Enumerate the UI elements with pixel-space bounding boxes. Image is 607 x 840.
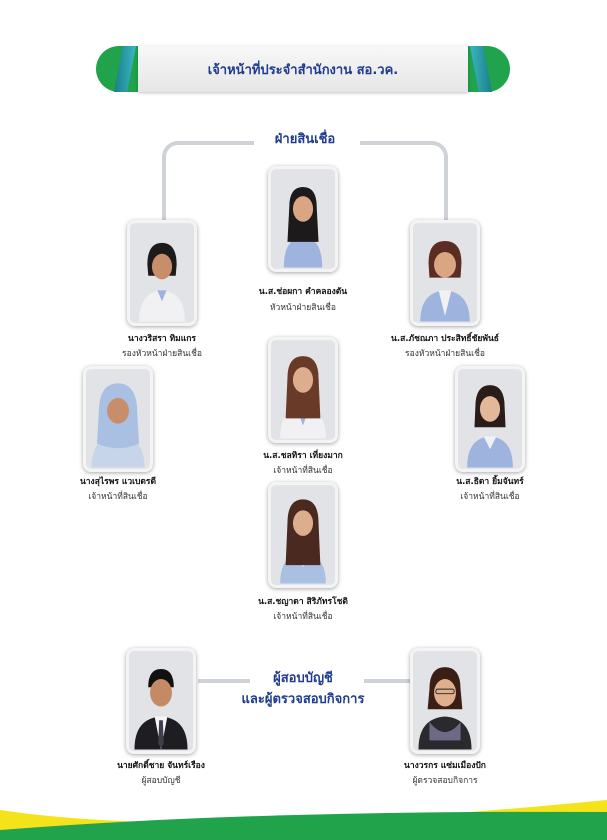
member-name: นางวริสรา ทิมแกร [128,334,196,344]
audit-section-title-line1: ผู้สอบบัญชี [273,671,333,686]
member-name: น.ส.ธิดา ยิ้มจันทร์ [456,477,524,487]
person-portrait-icon [271,170,335,268]
person-portrait-icon [130,224,194,322]
credit-section-title: ฝ่ายสินเชื่อ [274,132,336,147]
portrait-photo [455,366,525,472]
member-name: นางวรกร แซ่มเมืองปัก [404,761,486,771]
member-role: รองหัวหน้าฝ่ายสินเชื่อ [405,349,485,359]
audit-section-title-line2: และผู้ตรวจสอบกิจการ [241,692,365,707]
member-name: น.ส.ช่อผกา คำคลองตัน [258,287,348,297]
member-name: น.ส.ชลทิรา เที่ยงมาก [263,451,343,461]
member-role: หัวหน้าฝ่ายสินเชื่อ [269,303,337,313]
member-role: ผู้ตรวจสอบกิจการ [412,776,478,786]
person-portrait-icon [271,341,335,439]
member-name: นายศักดิ์ชาย จันทร์เรือง [117,761,205,771]
member-role: ผู้สอบบัญชี [141,776,181,786]
person-portrait-icon [458,370,522,468]
member-role: เจ้าหน้าที่สินเชื่อ [273,466,333,476]
person-portrait-icon [413,652,477,750]
portrait-photo [126,648,196,754]
banner-box: เจ้าหน้าที่ประจำสำนักงาน สอ.วค. [138,46,468,92]
member-name: น.ส.ชญาดา สิริภัทรโชติ [258,597,348,607]
connector-left [162,141,254,225]
person-portrait-icon [271,486,335,584]
footer-wave-decoration [0,800,607,840]
member-role: เจ้าหน้าที่สินเชื่อ [460,492,520,502]
portrait-photo [83,366,153,472]
portrait-photo [268,166,338,272]
member-role: เจ้าหน้าที่สินเชื่อ [273,612,333,622]
connector-audit-right [364,679,410,683]
portrait-photo [127,220,197,326]
person-portrait-icon [129,652,193,750]
portrait-photo [268,482,338,588]
portrait-photo [268,337,338,443]
portrait-photo [410,220,480,326]
connector-right [360,141,448,225]
person-portrait-icon [86,370,150,468]
member-role: เจ้าหน้าที่สินเชื่อ [88,492,148,502]
member-name: น.ส.ภัชณภา ประสิทธิ์ชัยพันธ์ [391,334,499,344]
member-role: รองหัวหน้าฝ่ายสินเชื่อ [122,349,202,359]
page-title: เจ้าหน้าที่ประจำสำนักงาน สอ.วค. [207,62,399,78]
header-banner: เจ้าหน้าที่ประจำสำนักงาน สอ.วค. [96,46,510,92]
person-portrait-icon [413,224,477,322]
member-name: นางสุไรพร แวเบดรดี [79,477,157,487]
connector-audit-left [198,679,250,683]
portrait-photo [410,648,480,754]
